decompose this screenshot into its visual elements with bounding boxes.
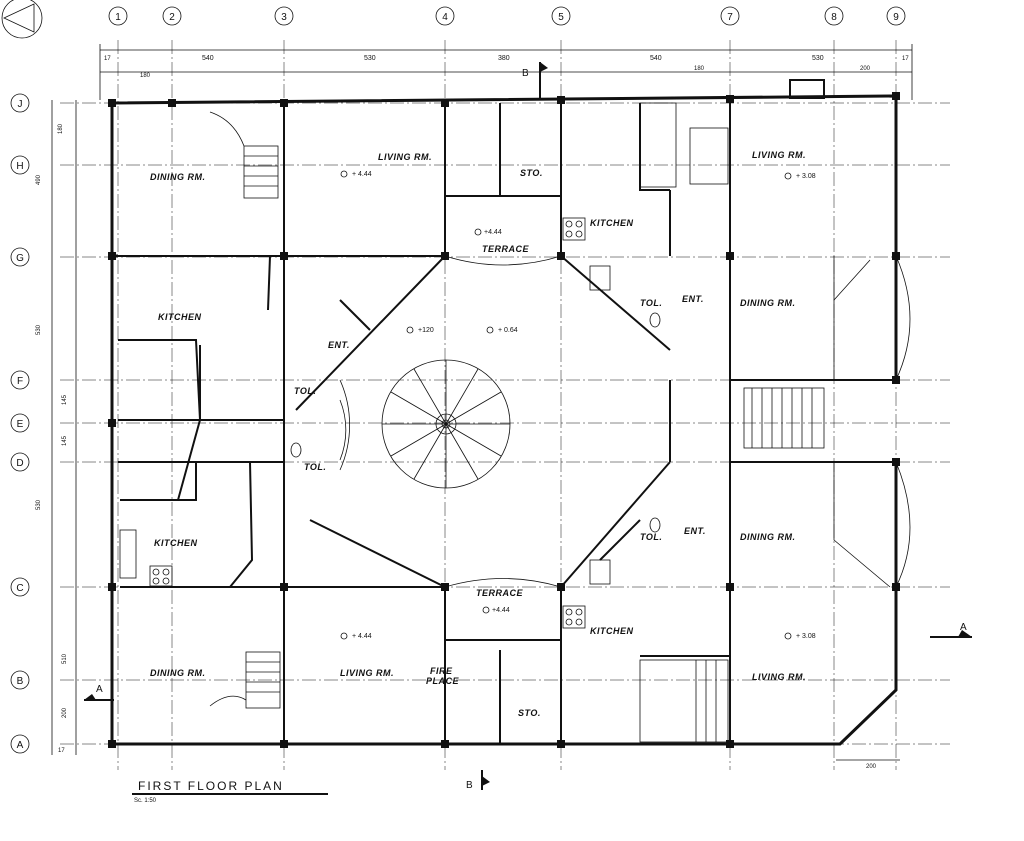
dim-left-0: 180 <box>58 123 64 134</box>
level-ne-living: + 3.08 <box>796 173 816 180</box>
grid-row-c: C <box>16 583 23 594</box>
grid-col-8: 8 <box>831 12 837 23</box>
dim-left-8: 17 <box>58 748 65 754</box>
room-n-sto: STO. <box>520 168 543 178</box>
grid-row-d: D <box>16 458 23 469</box>
level-sw-living: + 4.44 <box>352 633 372 640</box>
grid-row-markers: J H G F E D C B A <box>10 93 30 754</box>
room-w-ent: ENT. <box>328 340 350 350</box>
grid-row-g: G <box>16 253 24 264</box>
room-se-ent: ENT. <box>684 526 706 536</box>
dim-top-0: 17 <box>104 56 111 62</box>
svg-text:B: B <box>466 780 473 791</box>
room-nw-living: LIVING RM. <box>378 152 432 162</box>
dim-top-4: 540 <box>650 55 662 62</box>
grid-row-a: A <box>17 740 24 751</box>
plan-title: FIRST FLOOR PLAN <box>138 779 284 793</box>
room-s-sto: STO. <box>518 708 541 718</box>
grid-col-9: 9 <box>893 12 899 23</box>
room-fire-place-1: FIRE <box>430 666 453 676</box>
grid-col-5: 5 <box>558 12 564 23</box>
grid-lines <box>60 40 950 770</box>
grid-col-1: 1 <box>115 12 121 23</box>
room-fire-place-2: PLACE <box>426 676 459 686</box>
room-w-tol-lower: TOL. <box>304 462 326 472</box>
svg-text:200: 200 <box>866 764 877 770</box>
fixtures <box>119 217 661 629</box>
room-s-terrace: TERRACE <box>476 588 523 598</box>
room-se-tol: TOL. <box>640 532 662 542</box>
section-marker-b-top: B <box>522 62 548 98</box>
interior-walls <box>118 96 896 744</box>
level-center-left: +120 <box>418 327 434 334</box>
room-ne-ent: ENT. <box>682 294 704 304</box>
dim-top-5: 530 <box>812 55 824 62</box>
room-w-kitchen-lower: KITCHEN <box>154 538 198 548</box>
level-se-living: + 3.08 <box>796 633 816 640</box>
section-marker-b-bottom: B <box>466 770 490 791</box>
left-dimension-chain: 180 490 530 145 145 530 510 200 17 <box>36 100 77 755</box>
dim-left-4: 145 <box>62 435 68 446</box>
grid-row-b: B <box>17 676 24 687</box>
top-dimension-chain: 17 540 530 380 540 530 17 180 180 200 <box>99 44 913 100</box>
svg-text:A: A <box>96 684 103 695</box>
drawing-title: FIRST FLOOR PLAN Sc. 1:50 <box>132 779 328 804</box>
room-w-tol-upper: TOL. <box>294 386 316 396</box>
room-nw-dining: DINING RM. <box>150 172 206 182</box>
dim-top-3: 380 <box>498 55 510 62</box>
exterior-walls <box>110 79 898 746</box>
terrace-arcs <box>444 255 911 588</box>
room-se-dining: DINING RM. <box>740 532 796 542</box>
grid-row-f: F <box>17 376 23 387</box>
level-markers: + 4.44 +4.44 + 3.08 +120 + 0.64 +4.44 + … <box>340 170 816 640</box>
grid-col-2: 2 <box>169 12 175 23</box>
dim-top-2: 530 <box>364 55 376 62</box>
dim-left-1: 490 <box>36 174 42 185</box>
svg-text:A: A <box>960 622 967 633</box>
section-marker-a-left: A <box>84 684 114 701</box>
dim-left-7: 200 <box>62 707 68 718</box>
room-w-kitchen-upper: KITCHEN <box>158 312 202 322</box>
dim-top-6: 17 <box>902 56 909 62</box>
grid-row-e: E <box>17 419 24 430</box>
level-s-terrace: +4.44 <box>492 607 510 614</box>
level-center-right: + 0.64 <box>498 327 518 334</box>
level-nw-living: + 4.44 <box>352 171 372 178</box>
level-n-terrace: +4.44 <box>484 229 502 236</box>
room-n-terrace: TERRACE <box>482 244 529 254</box>
grid-col-4: 4 <box>442 12 448 23</box>
plan-scale: Sc. 1:50 <box>134 798 157 804</box>
room-ne-living: LIVING RM. <box>752 150 806 160</box>
room-ne-dining: DINING RM. <box>740 298 796 308</box>
dim-left-5: 530 <box>36 499 42 510</box>
dim-top-sec-1: 180 <box>694 66 705 72</box>
grid-row-j: J <box>18 99 23 110</box>
north-arrow-icon <box>1 0 43 39</box>
grid-col-3: 3 <box>281 12 287 23</box>
dim-left-2: 530 <box>36 324 42 335</box>
grid-col-7: 7 <box>727 12 733 23</box>
dim-left-6: 510 <box>62 653 68 664</box>
svg-text:B: B <box>522 68 529 79</box>
room-labels: DINING RM. LIVING RM. STO. TERRACE KITCH… <box>150 150 806 718</box>
dim-top-1: 540 <box>202 55 214 62</box>
staircases <box>209 102 825 743</box>
dim-top-sec-0: 180 <box>140 73 151 79</box>
spiral-staircase <box>339 359 511 489</box>
room-sw-living: LIVING RM. <box>340 668 394 678</box>
section-marker-a-right: A <box>930 622 972 638</box>
bottom-dimension: 200 <box>836 759 900 770</box>
room-se-living: LIVING RM. <box>752 672 806 682</box>
grid-row-h: H <box>16 161 23 172</box>
room-se-kitchen: KITCHEN <box>590 626 634 636</box>
dim-left-3: 145 <box>62 394 68 405</box>
room-sw-dining: DINING RM. <box>150 668 206 678</box>
grid-column-markers: 1 2 3 4 5 7 8 9 <box>108 6 906 26</box>
room-ne-tol: TOL. <box>640 298 662 308</box>
dim-top-sec-2: 200 <box>860 66 871 72</box>
room-ne-kitchen: KITCHEN <box>590 218 634 228</box>
